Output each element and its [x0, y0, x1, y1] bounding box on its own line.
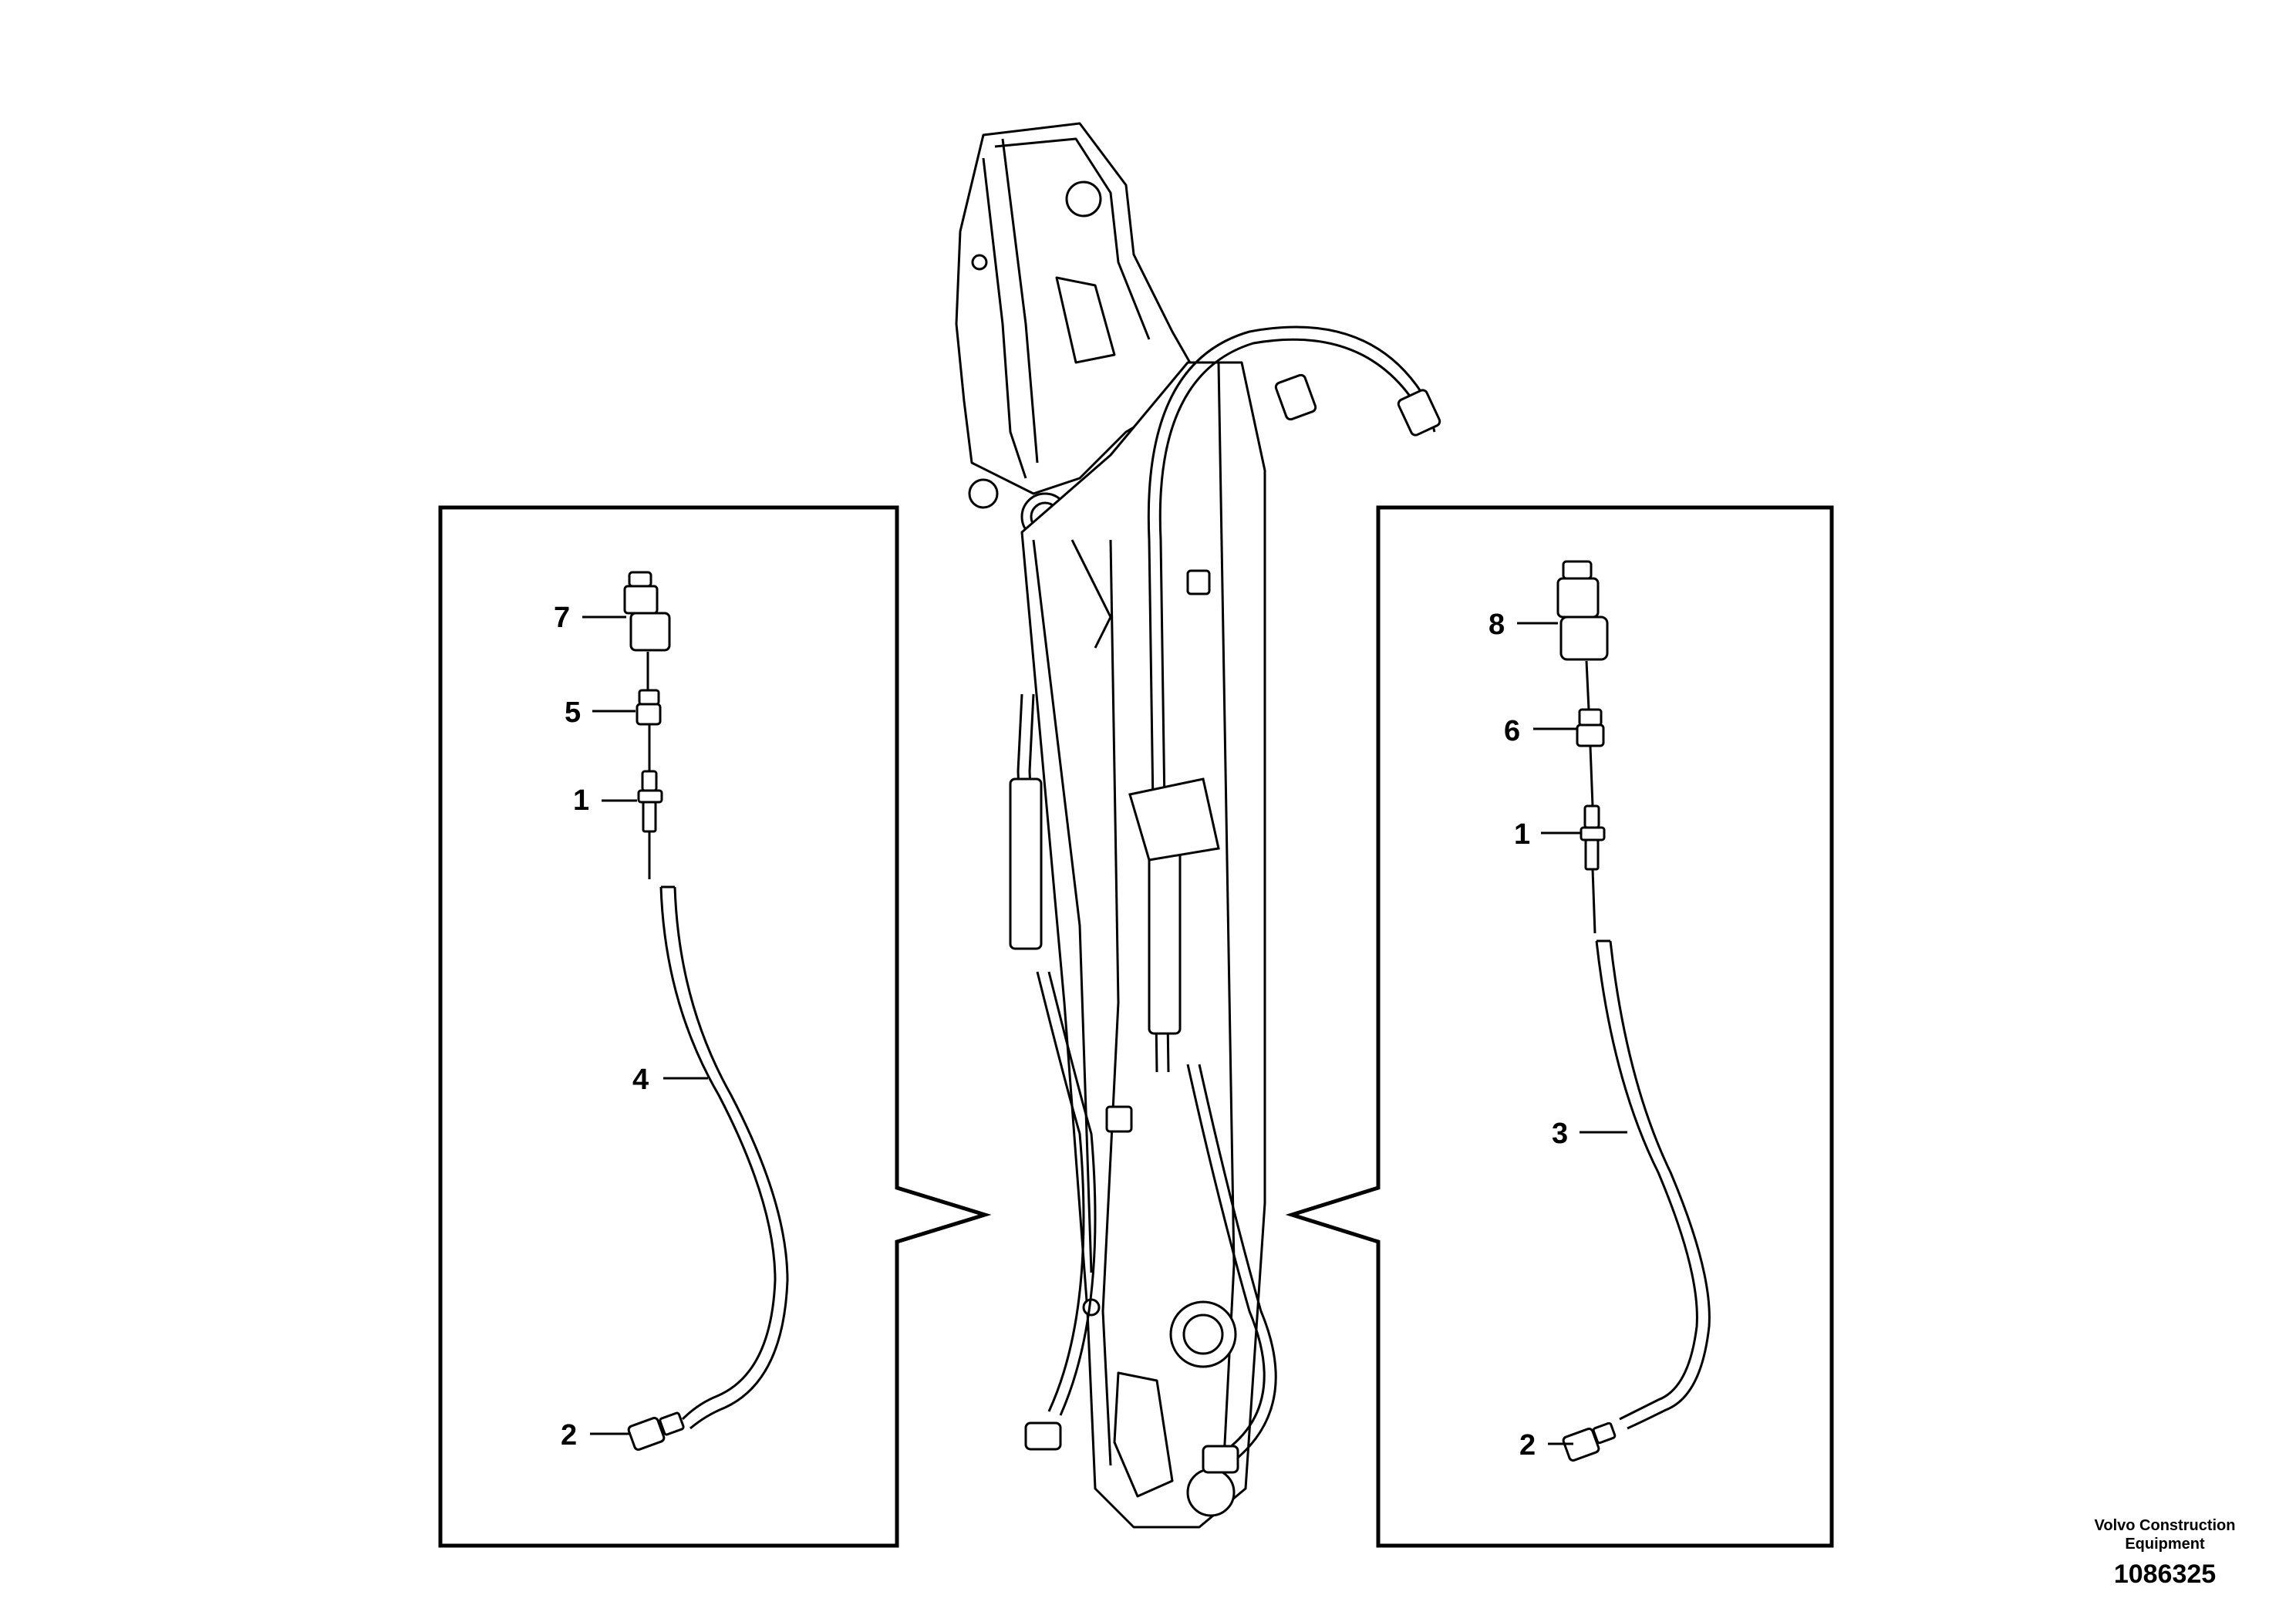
callout-right-8: 8 — [1489, 609, 1505, 641]
left-detail-panel: 7 5 1 4 2 — [438, 505, 992, 1548]
left-fitting-1 — [637, 725, 663, 833]
left-adapter-5 — [636, 652, 662, 726]
callout-right-6: 6 — [1504, 715, 1520, 747]
callout-left-5: 5 — [565, 696, 581, 729]
right-coupling-8 — [1556, 560, 1609, 661]
callout-right-3: 3 — [1552, 1118, 1568, 1150]
right-detail-panel: 8 6 1 3 2 — [1285, 505, 1834, 1548]
callout-right-1: 1 — [1514, 818, 1530, 851]
drawing-number: 1086325 — [2113, 1560, 2217, 1589]
center-couplings — [1009, 373, 1441, 1474]
left-coupling-7 — [623, 571, 671, 652]
left-connector-2 — [627, 1411, 685, 1451]
callout-left-2: 2 — [561, 1419, 577, 1452]
right-fitting-1 — [1580, 746, 1606, 871]
callout-left-1: 1 — [573, 784, 589, 817]
excavator-arm — [955, 122, 1266, 1529]
right-adapter-6 — [1576, 660, 1605, 747]
left-hose-4 — [648, 831, 789, 1430]
callout-left-7: 7 — [554, 602, 570, 634]
right-hose-3 — [1591, 868, 1711, 1430]
callout-left-4: 4 — [632, 1064, 649, 1096]
right-connector-2 — [1562, 1421, 1617, 1462]
callout-right-2: 2 — [1519, 1429, 1536, 1462]
publisher-name: Volvo Construction Equipment — [2094, 1517, 2236, 1553]
